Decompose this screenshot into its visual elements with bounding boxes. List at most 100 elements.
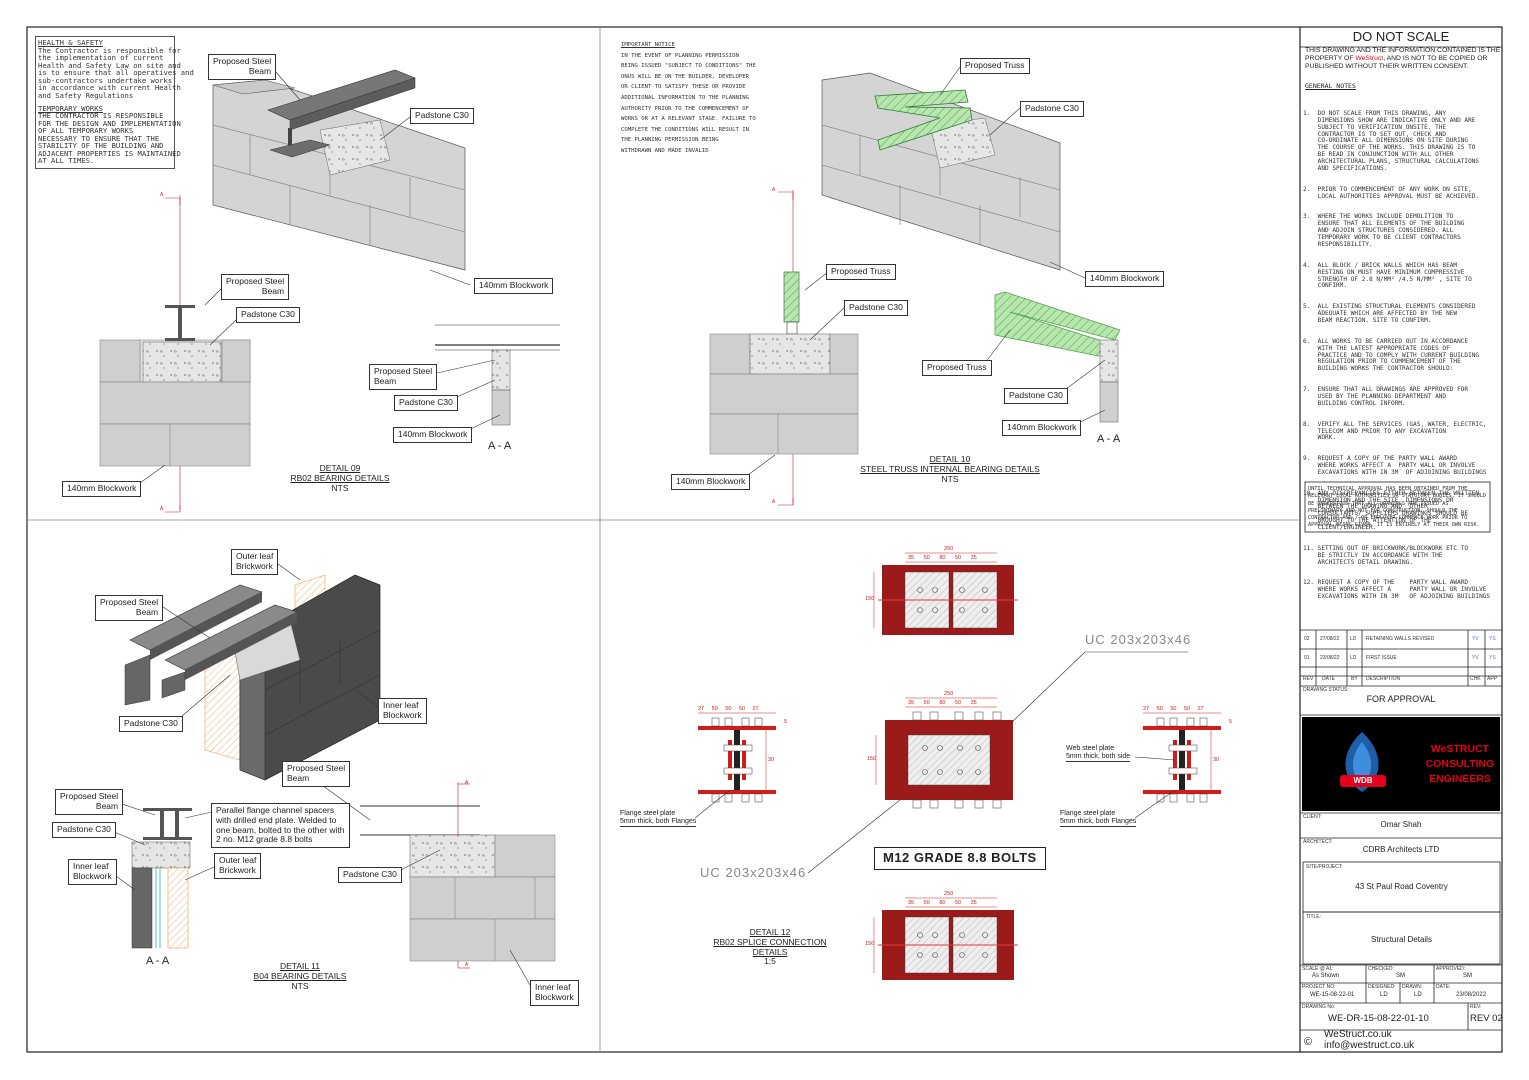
field-label: DRAWN: [1402,984,1423,990]
property-notice: THIS DRAWING AND THE INFORMATION CONTAIN… [1305,47,1500,71]
tw-line: AT ALL TIMES. [38,156,95,166]
approval-line: CONTRACTOR AND / OR EMPLOYER COMMENCE WO… [1308,515,1468,522]
contact-block: WeStruct.co.uk info@westruct.co.uk [1324,1029,1414,1051]
label-inner-leaf: Inner leaf Blockwork [378,698,427,724]
company-name: WeSTRUCT CONSULTING ENGINEERS [1418,742,1502,787]
hs-line: and Safety Regulations [38,90,134,100]
property-line: PUBLISHED WITHOUT THEIR WRITTEN CONSENT. [1305,63,1469,70]
splice-plate-top [878,565,1018,635]
dim-value: 80 [939,900,946,906]
logo-text: WDB [1353,776,1373,785]
dim-text: 30 [768,757,775,763]
company-line: WeSTRUCT [1430,743,1490,755]
dim-value: 50 [1183,706,1191,712]
temporary-works-heading: TEMPORARY WORKS [38,103,103,113]
dim-value: 27 [1197,706,1204,712]
label-blockwork: 140mm Blockwork [1085,271,1165,287]
detail-10-elevation [709,190,859,506]
property-text: PROPERTY OF [1305,55,1356,62]
rev-cell: YV [1472,655,1479,661]
tw-line: ADJACENT PROPERTIES IS MAINTAINED [38,148,181,158]
drawing-title: Structural Details [1371,935,1432,944]
label-blockwork: 140mm Blockwork [1002,420,1082,436]
tw-line: THE CONTRACTOR IS RESPONSIBLE [38,111,164,121]
detail-09-caption: DETAIL 09 RB02 BEARING DETAILS NTS [270,463,410,493]
health-safety-box: HEALTH & SAFETY The Contractor is respon… [35,36,194,169]
dim-value: 50 [1156,706,1163,712]
label-flange-plate: Flange steel plate 5mm thick, both Flang… [1060,810,1137,828]
note-item: 11. SETTING OUT OF BRICKWORK/BLOCKWORK E… [1303,544,1469,566]
checked-value: SM [1396,973,1405,979]
label-padstone: Padstone C30 [338,867,402,883]
section-label: A - A [1097,433,1121,445]
email-link[interactable]: info@westruct.co.uk [1324,1040,1415,1051]
property-line: PROPERTY OF WeStruct, AND IS NOT TO BE C… [1305,55,1500,63]
approval-line: UNTIL TECHNICAL APPROVAL HAS BEEN OBTAIN… [1308,486,1468,492]
website-link[interactable]: WeStruct.co.uk [1324,1029,1392,1040]
rev-cell: 01 [1304,655,1310,661]
section-mark: A [772,187,776,193]
company-logo [1340,732,1386,792]
hs-line: sub-contractors undertake works [38,75,173,85]
date-value: 23/08/2022 [1456,992,1487,998]
dim-row: 27 50 50 50 27 [1143,706,1204,712]
dim-row: 35 50 80 50 35 [908,900,977,906]
label-steel-beam: Proposed Steel Beam [95,595,164,621]
field-label: DESIGNED: [1368,984,1396,990]
field-label: CHECKED: [1368,966,1394,972]
notice-line: WORKS OR AT A RELEVANT STAGE. FAILURE TO [621,116,756,123]
copyright-icon: © [1304,1036,1313,1048]
dim-row: 35 50 80 50 35 [908,555,977,561]
health-safety-heading: HEALTH & SAFETY [38,38,103,47]
notice-line: THE PLANNING PERMISSION BEING [621,137,719,144]
dim-text: 30 [1213,757,1220,763]
label-steel-beam: Proposed Steel Beam [282,761,351,787]
rev-cell: 02 [1304,636,1310,642]
field-label: DATE: [1436,984,1451,990]
dim-value: 35 [908,555,915,561]
label-blockwork: 140mm Blockwork [62,481,142,497]
scale-value: As Shown [1312,973,1340,979]
dimension-lines [698,552,1221,973]
label-truss: Proposed Truss [960,58,1030,74]
revision-number: REV 02 [1470,1013,1503,1024]
dim-text: 250 [944,691,954,697]
field-label: PROJECT NO: [1302,984,1336,990]
title-block-frame [1300,46,1502,1031]
site-address: 43 St Paul Road Coventry [1355,882,1448,891]
note-item: 3. WHERE THE WORKS INCLUDE DEMOLITION TO… [1303,213,1465,249]
label-padstone: Padstone C30 [844,300,908,316]
dim-value: 35 [970,700,977,706]
dim-text: 150 [865,941,875,947]
rev-cell: RETAINING WALLS REVISED [1366,636,1435,642]
note-item: 5. ALL EXISTING STRUCTURAL ELEMENTS CONS… [1303,303,1476,324]
detail-subtitle: B04 BEARING DETAILS [253,970,347,981]
dim-value: 80 [939,700,946,706]
dim-value: 35 [908,900,915,906]
label-padstone: Padstone C30 [1004,388,1068,404]
label-blockwork: 140mm Blockwork [671,474,751,490]
important-notice: IMPORTANT NOTICE IN THE EVENT OF PLANNIN… [621,40,756,157]
approved-value: SM [1463,973,1472,979]
dim-value: 27 [1143,706,1150,712]
label-steel-beam: Proposed Steel Beam [221,274,290,300]
section-mark: A [772,499,776,505]
hs-line: Health and Safety Law on site and [38,60,181,70]
dim-value: 50 [954,555,962,561]
label-padstone: Padstone C30 [410,108,474,124]
label-padstone: Padstone C30 [394,395,458,411]
notice-heading: IMPORTANT NOTICE [621,42,675,48]
field-label: DRAWING STATUS: [1303,687,1349,693]
approval-note: UNTIL TECHNICAL APPROVAL HAS BEEN OBTAIN… [1308,486,1486,530]
label-padstone: Padstone C30 [119,716,183,732]
field-label: SCALE @ A1: [1302,966,1334,972]
note-item: 6. ALL WORKS TO BE CARRIED OUT IN ACCORD… [1303,337,1480,373]
notice-line: ADDITIONAL INFORMATION TO THE PLANNING [621,94,749,101]
rev-cell: LD [1350,655,1357,661]
splice-plate-middle [885,711,1013,809]
label-padstone: Padstone C30 [236,307,300,323]
rev-header: APP [1487,676,1498,682]
label-steel-beam: Proposed Steel Beam [208,54,277,80]
note-item: 1. DO NOT SCALE FROM THIS DRAWING, ANY D… [1303,109,1480,173]
rev-cell: YS [1489,655,1496,661]
